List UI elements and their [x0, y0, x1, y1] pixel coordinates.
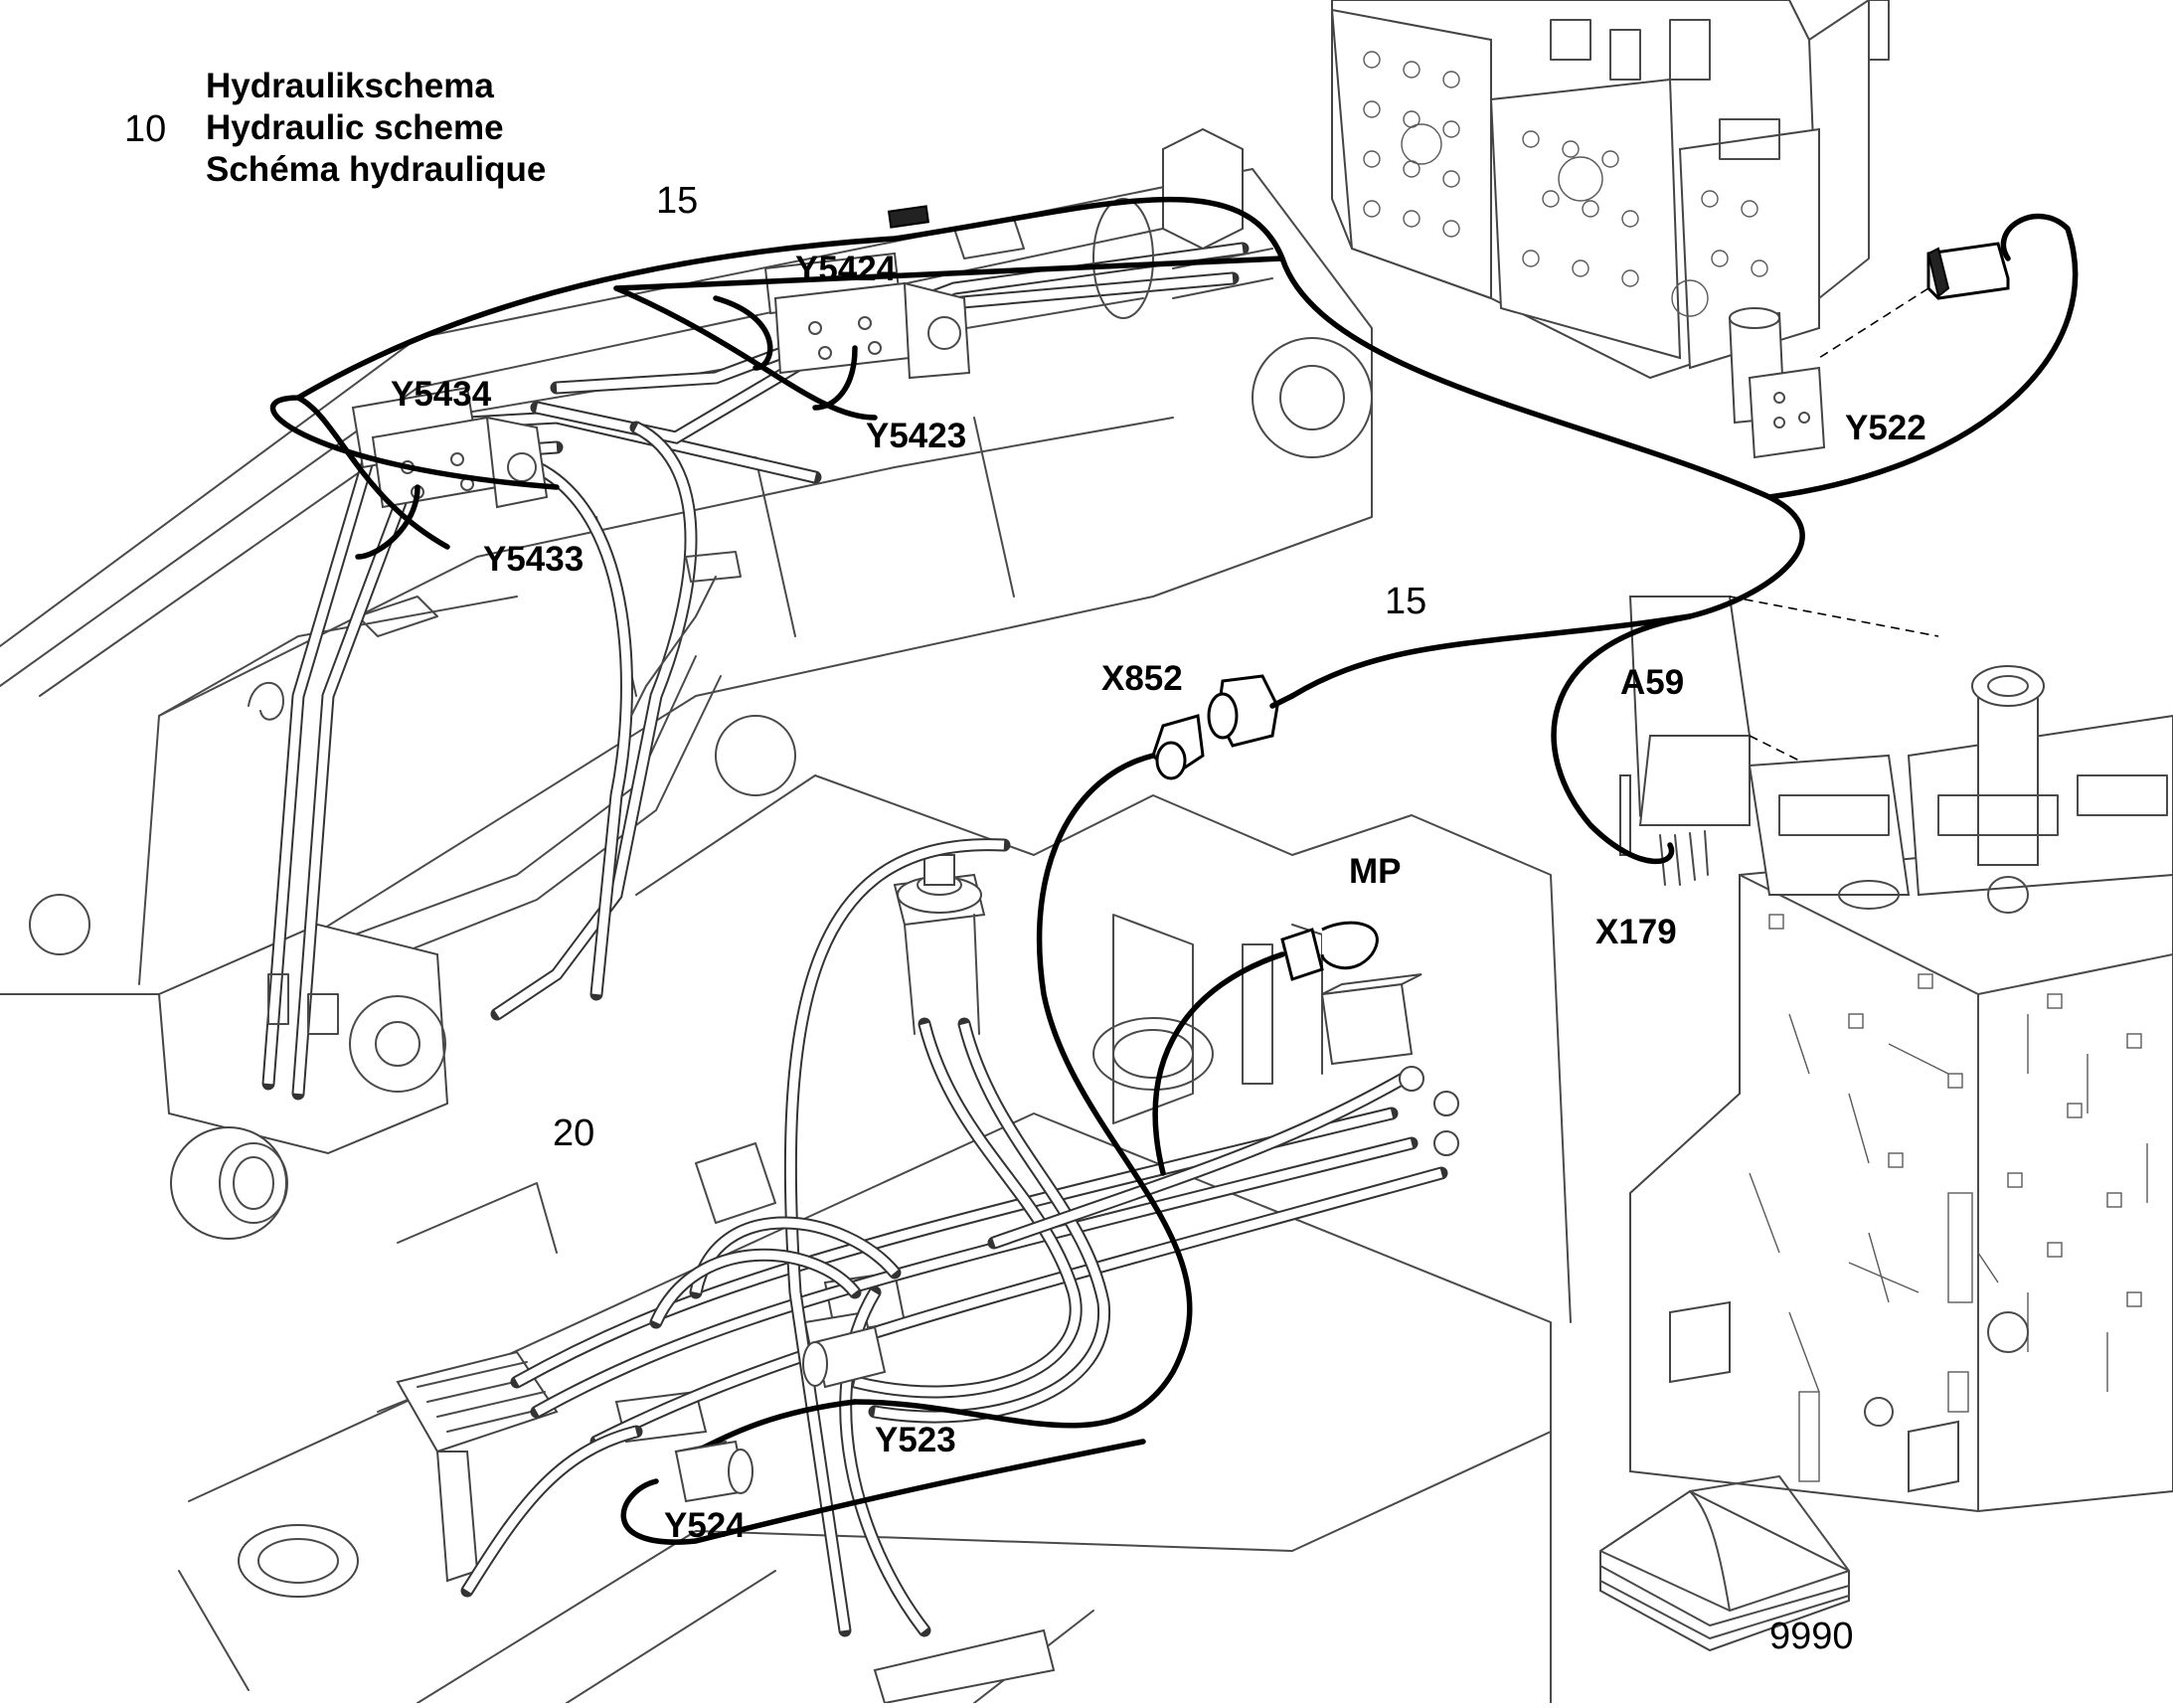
- electrical-box-drawing: [1619, 596, 2173, 1513]
- valve-block-y5424: [763, 252, 971, 380]
- title-line-fr: Schéma hydraulique: [206, 150, 546, 189]
- label-a59: A59: [1620, 663, 1684, 702]
- label-y522: Y522: [1845, 409, 1926, 447]
- position-15-mid: 15: [1385, 581, 1426, 622]
- position-15-top: 15: [656, 180, 698, 222]
- cable-harness: [269, 196, 2079, 1545]
- valve-block-y5434: [351, 386, 549, 509]
- title-number: 10: [124, 108, 166, 150]
- control-valve-drawing: [1330, 0, 1890, 380]
- label-mp: MP: [1349, 852, 1402, 891]
- title-block: 10 Hydraulikschema Hydraulic scheme Sché…: [124, 67, 546, 189]
- solenoid-valve-y522: [1728, 242, 2010, 459]
- label-x852: X852: [1101, 659, 1183, 698]
- label-y5433: Y5433: [483, 540, 584, 579]
- solenoid-valve-y523: [802, 1325, 887, 1389]
- title-line-en: Hydraulic scheme: [206, 108, 504, 147]
- label-y5424: Y5424: [795, 250, 897, 288]
- label-x179: X179: [1595, 913, 1677, 951]
- label-y523: Y523: [875, 1421, 956, 1459]
- solenoid-valve-y524: [674, 1440, 753, 1503]
- label-y5434: Y5434: [391, 375, 492, 414]
- position-9990: 9990: [1769, 1616, 1854, 1657]
- title-line-de: Hydraulikschema: [206, 67, 494, 105]
- label-y524: Y524: [664, 1506, 746, 1545]
- position-20: 20: [553, 1112, 594, 1154]
- manual-book-icon: [1599, 1475, 1850, 1652]
- label-y5423: Y5423: [866, 417, 966, 455]
